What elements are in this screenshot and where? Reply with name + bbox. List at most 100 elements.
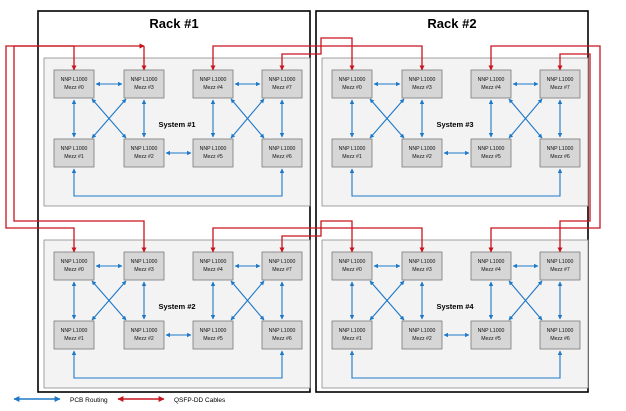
system-label: System #2	[158, 302, 195, 311]
mezz-card-model: NNP L1000	[409, 259, 436, 265]
system-label: System #4	[436, 302, 474, 311]
mezz-card-model: NNP L1000	[269, 146, 296, 152]
mezz-card-model: NNP L1000	[409, 77, 436, 83]
mezz-card-slot: Mezz #4	[203, 267, 223, 273]
mezz-card-box	[123, 69, 165, 99]
mezz-card-box	[331, 69, 373, 99]
mezz-card-model: NNP L1000	[409, 146, 436, 152]
pcb-link	[369, 98, 405, 139]
legend: PCB Routing QSFP-DD Cables	[13, 396, 226, 404]
qsfp-cable	[279, 37, 355, 71]
pcb-link	[230, 280, 265, 321]
mezz-card-box	[192, 320, 234, 350]
qsfp-cables-layer	[5, 37, 601, 253]
mezz-card-slot: Mezz #3	[134, 267, 154, 273]
pcb-wrap-link	[349, 350, 563, 379]
mezz-card-slot: Mezz #3	[412, 267, 432, 273]
mezz-card-model: NNP L1000	[200, 328, 227, 334]
system-label: System #3	[436, 120, 473, 129]
mezz-card-slot: Mezz #3	[412, 85, 432, 91]
mezz-card-slot: Mezz #1	[342, 336, 362, 342]
mezz-card-box	[192, 69, 234, 99]
mezz-card-model: NNP L1000	[61, 259, 88, 265]
mezz-card-model: NNP L1000	[478, 328, 505, 334]
mezz-card-slot: Mezz #7	[272, 267, 292, 273]
mezz-card-slot: Mezz #7	[550, 85, 570, 91]
mezz-card-slot: Mezz #0	[64, 267, 84, 273]
mezz-card-box	[123, 251, 165, 281]
mezz-card-model: NNP L1000	[478, 77, 505, 83]
mezz-card-model: NNP L1000	[200, 259, 227, 265]
qsfp-cable	[13, 43, 147, 253]
mezz-card-model: NNP L1000	[131, 259, 158, 265]
mezz-card-box	[192, 138, 234, 168]
mezz-card-box	[470, 320, 512, 350]
mezz-card-box	[401, 138, 443, 168]
mezz-card-box	[261, 320, 303, 350]
qsfp-cable	[279, 220, 355, 253]
mezz-card-slot: Mezz #0	[342, 267, 362, 273]
mezz-card-box	[261, 138, 303, 168]
mezz-card-slot: Mezz #2	[134, 336, 154, 342]
mezz-card-slot: Mezz #5	[203, 154, 223, 160]
pcb-link	[508, 98, 543, 139]
mezz-card-box	[53, 138, 95, 168]
system-label: System #1	[158, 120, 195, 129]
mezz-card-slot: Mezz #4	[203, 85, 223, 91]
pcb-link	[91, 98, 127, 139]
mezz-card-box	[539, 251, 581, 281]
mezz-card-model: NNP L1000	[200, 146, 227, 152]
mezz-card-slot: Mezz #3	[134, 85, 154, 91]
mezz-card-model: NNP L1000	[547, 146, 574, 152]
pcb-link	[508, 280, 543, 321]
mezz-card-model: NNP L1000	[339, 328, 366, 334]
mezz-card-model: NNP L1000	[339, 146, 366, 152]
mezz-card-slot: Mezz #2	[134, 154, 154, 160]
mezz-card-box	[470, 138, 512, 168]
mezz-card-model: NNP L1000	[131, 146, 158, 152]
mezz-card-box	[470, 251, 512, 281]
qsfp-cable	[5, 45, 77, 253]
mezz-card-model: NNP L1000	[61, 146, 88, 152]
mezz-card-box	[470, 69, 512, 99]
mezz-card-box	[192, 251, 234, 281]
qsfp-cable	[557, 53, 591, 253]
mezz-card-model: NNP L1000	[478, 146, 505, 152]
mezz-card-box	[261, 251, 303, 281]
qsfp-cable	[488, 45, 601, 253]
mezz-card-model: NNP L1000	[339, 259, 366, 265]
mezz-card-box	[261, 69, 303, 99]
mezz-card-slot: Mezz #5	[481, 336, 501, 342]
mezz-card-slot: Mezz #1	[64, 154, 84, 160]
mezz-card-slot: Mezz #4	[481, 267, 501, 273]
qsfp-cable	[210, 227, 425, 253]
